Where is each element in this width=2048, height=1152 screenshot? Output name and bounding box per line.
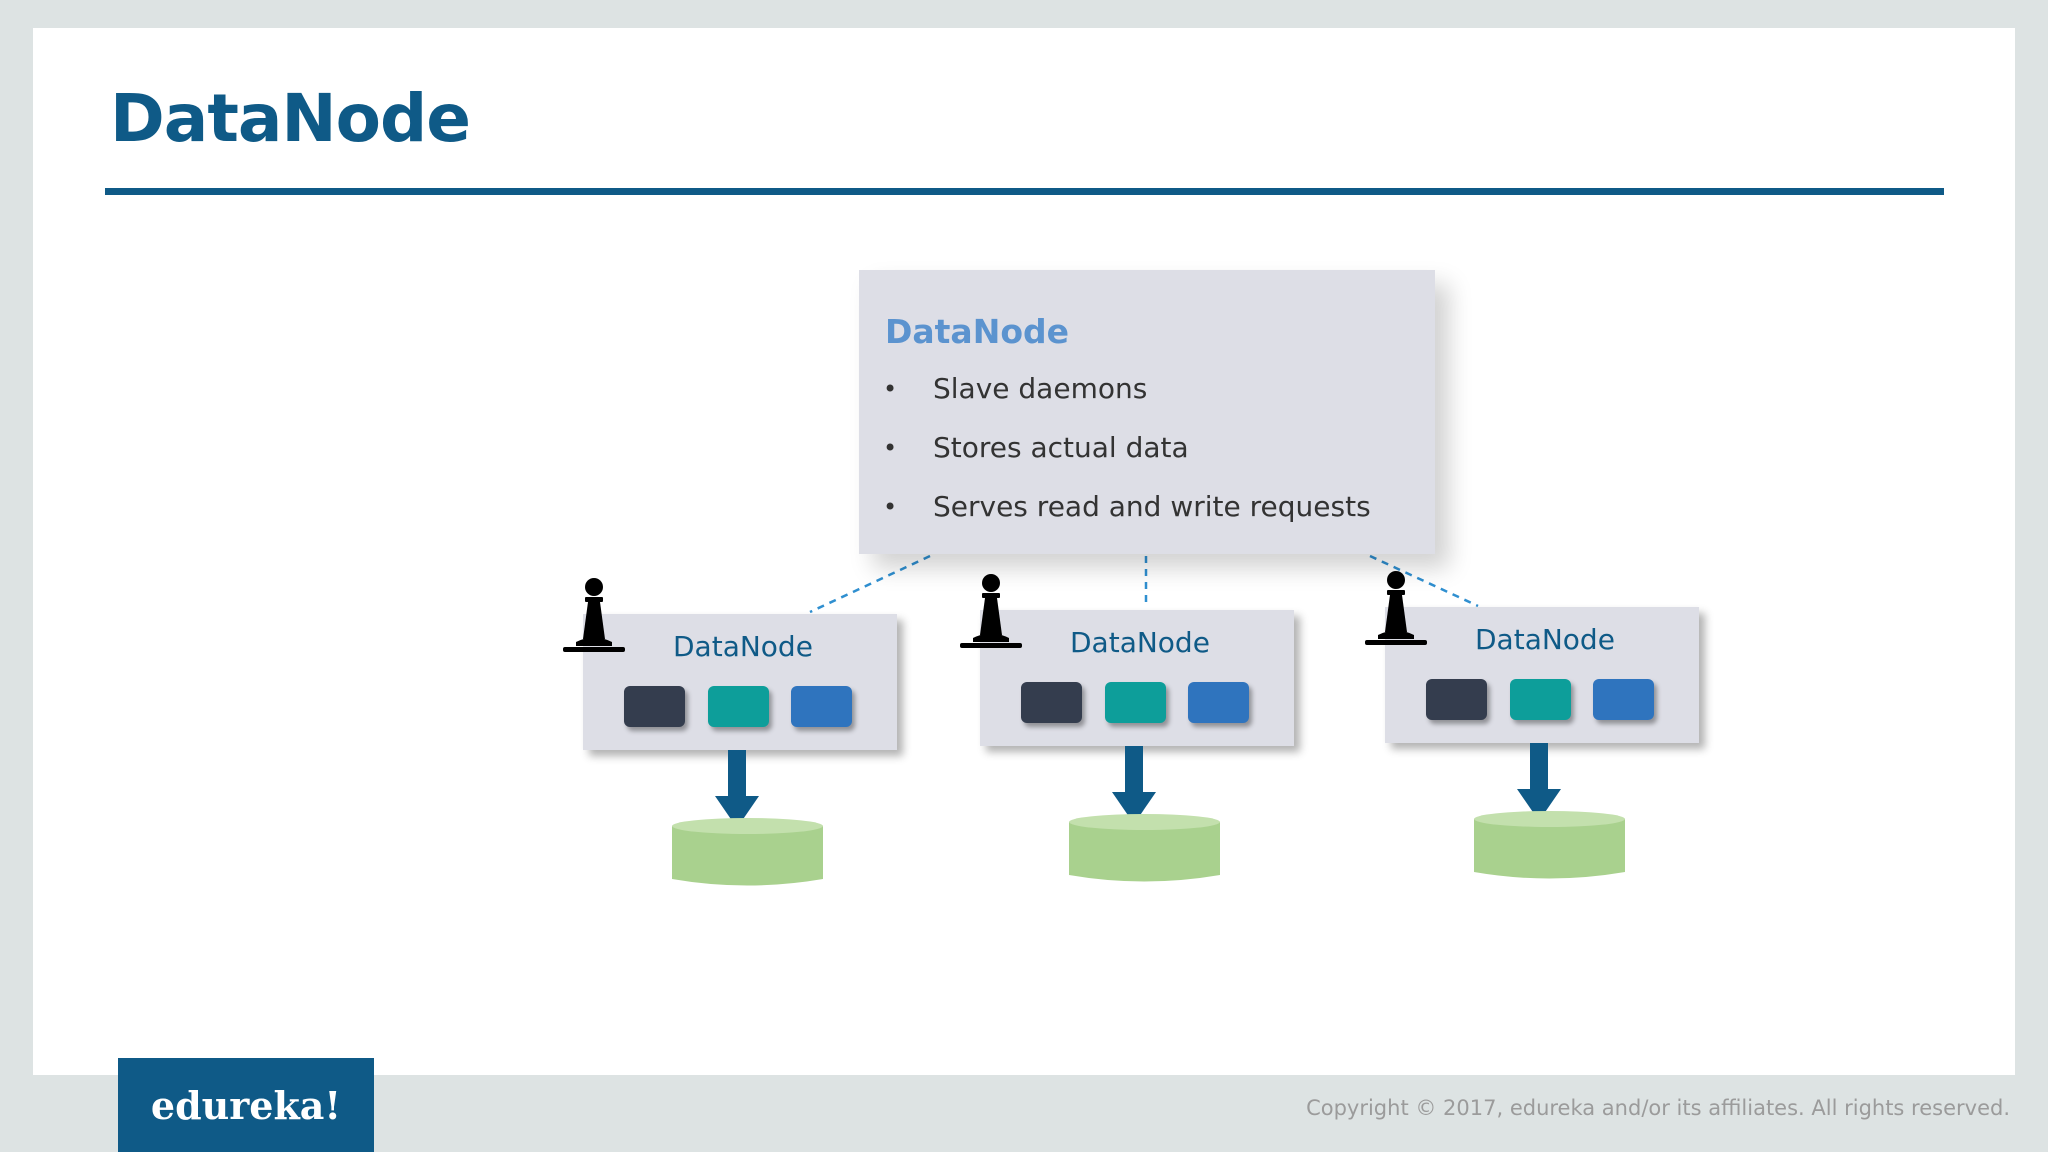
datanode-box: DataNode xyxy=(1385,607,1699,743)
data-block-dark xyxy=(1426,679,1487,720)
database-cylinder-icon xyxy=(1069,814,1220,882)
down-arrow-icon xyxy=(1517,743,1561,821)
bullet-icon: • xyxy=(883,434,898,462)
data-block-blue xyxy=(1593,679,1654,720)
info-bullet-text: Stores actual data xyxy=(933,431,1189,464)
data-block-dark xyxy=(1021,682,1082,723)
data-block-teal xyxy=(708,686,769,727)
datanode-label: DataNode xyxy=(1070,626,1210,659)
database-cylinder-icon xyxy=(672,818,823,886)
datanode-box: DataNode xyxy=(980,610,1294,746)
copyright-text: Copyright © 2017, edureka and/or its aff… xyxy=(1306,1096,2010,1120)
datanode-box: DataNode xyxy=(583,614,897,750)
info-bullet-item: • Slave daemons xyxy=(883,372,1371,431)
slide-title: DataNode xyxy=(110,80,471,157)
data-block-dark xyxy=(624,686,685,727)
edureka-logo: edureka! xyxy=(118,1058,374,1152)
data-block-blue xyxy=(791,686,852,727)
data-block-teal xyxy=(1510,679,1571,720)
datanode-node: DataNode xyxy=(563,578,897,886)
info-box-title: DataNode xyxy=(885,312,1069,351)
title-underline xyxy=(105,188,1944,195)
datanode-node: DataNode xyxy=(960,574,1294,882)
datanode-node: DataNode xyxy=(1365,571,1699,879)
data-block-teal xyxy=(1105,682,1166,723)
info-bullet-text: Slave daemons xyxy=(933,372,1148,405)
datanode-info-box: DataNode • Slave daemons • Stores actual… xyxy=(859,270,1435,554)
datanode-label: DataNode xyxy=(673,630,813,663)
connector-line-right xyxy=(1369,554,1479,608)
pawn-icon xyxy=(1365,571,1427,645)
info-bullet-text: Serves read and write requests xyxy=(933,490,1371,523)
pawn-icon xyxy=(563,578,625,652)
down-arrow-icon xyxy=(1112,746,1156,824)
info-bullet-list: • Slave daemons • Stores actual data • S… xyxy=(883,372,1371,549)
connector-line-left xyxy=(809,554,931,614)
database-cylinder-icon xyxy=(1474,811,1625,879)
pawn-icon xyxy=(960,574,1022,648)
bullet-icon: • xyxy=(883,493,898,521)
info-bullet-item: • Serves read and write requests xyxy=(883,490,1371,549)
down-arrow-icon xyxy=(715,750,759,828)
datanode-label: DataNode xyxy=(1475,623,1615,656)
info-bullet-item: • Stores actual data xyxy=(883,431,1371,490)
bullet-icon: • xyxy=(883,375,898,403)
data-block-blue xyxy=(1188,682,1249,723)
